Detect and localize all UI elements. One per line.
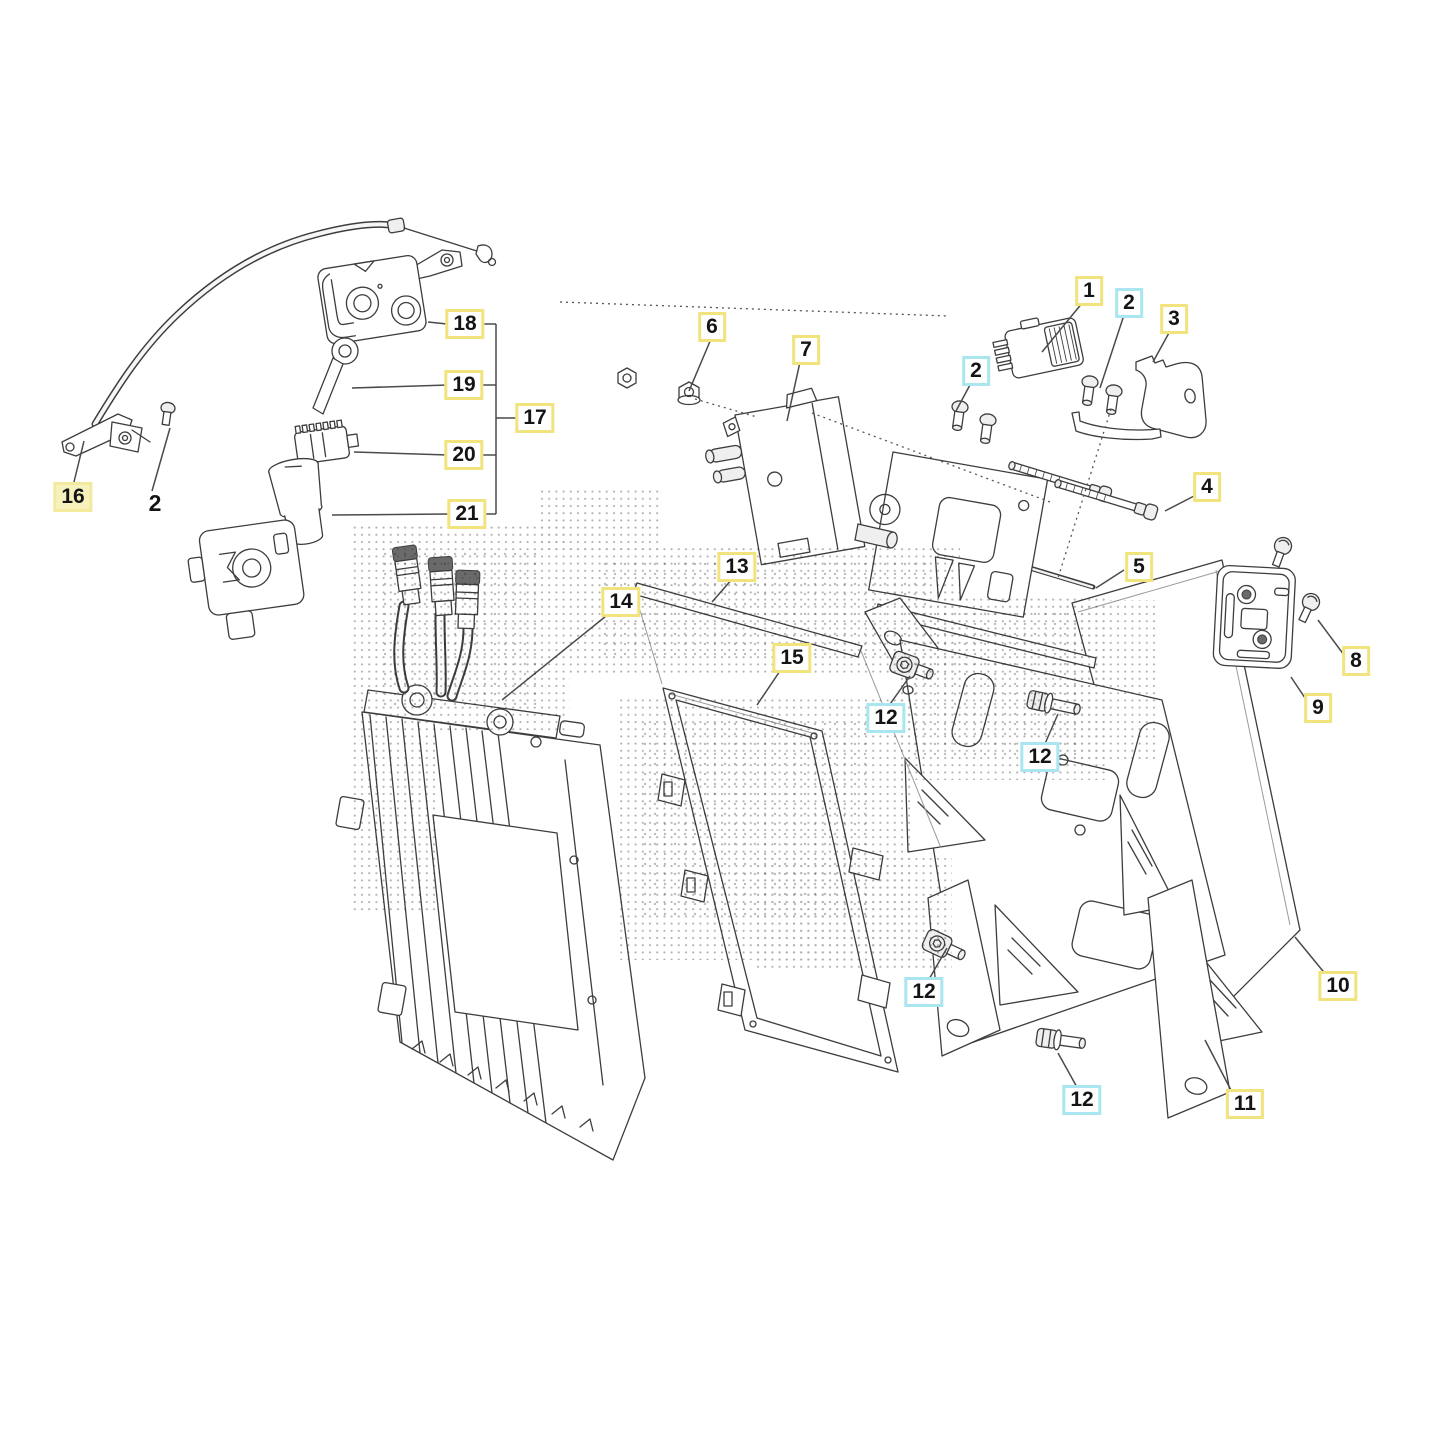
leader-line-14 xyxy=(501,611,612,701)
part-2-screw-small xyxy=(160,401,176,426)
leader-line-10 xyxy=(1294,936,1328,977)
part-label-12-d: 12 xyxy=(1062,1085,1102,1115)
part-label-13: 13 xyxy=(717,552,757,582)
leader-line-2-a xyxy=(1099,314,1125,389)
part-20-cap xyxy=(294,419,360,465)
part-label-12-b: 12 xyxy=(1020,742,1060,772)
part-3-bracket xyxy=(1071,355,1207,441)
label-group-bracket xyxy=(480,323,497,515)
part-label-8: 8 xyxy=(1342,646,1370,676)
leader-line-8 xyxy=(1317,619,1345,656)
leader-line-20 xyxy=(353,451,449,456)
part-15-cover-panel xyxy=(657,687,899,1073)
part-1-connector xyxy=(992,317,1084,379)
part-8-screws xyxy=(1271,536,1321,624)
leader-line-6 xyxy=(688,338,712,392)
part-label-12-c: 12 xyxy=(904,977,944,1007)
part-4-bolt xyxy=(1008,461,1159,521)
part-2-screws xyxy=(951,375,1123,444)
antenna-connector xyxy=(454,569,481,630)
part-label-17: 17 xyxy=(515,403,555,433)
leader-line-19 xyxy=(351,384,449,389)
leader-line-15 xyxy=(756,667,783,706)
part-21-lock-cylinder xyxy=(187,457,324,640)
part-label-21: 21 xyxy=(447,499,487,529)
part-amplifier xyxy=(335,544,646,1161)
part-label-5: 5 xyxy=(1125,552,1153,582)
leader-line-11 xyxy=(1204,1039,1234,1095)
part-label-1: 1 xyxy=(1075,276,1103,306)
leader-line-1 xyxy=(1041,301,1084,353)
part-9-plate xyxy=(1212,564,1296,669)
leader-line-3 xyxy=(1152,330,1171,363)
part-18-bracket xyxy=(317,249,463,345)
part-label-10: 10 xyxy=(1318,971,1358,1001)
leader-line-7 xyxy=(786,361,801,422)
part-label-20: 20 xyxy=(444,440,484,470)
part-label-11: 11 xyxy=(1225,1089,1265,1119)
part-label-9: 9 xyxy=(1304,693,1332,723)
part-6-nut xyxy=(617,367,701,406)
leader-line-16 xyxy=(72,440,85,487)
leader-line-2-c xyxy=(151,427,171,492)
part-label-2-b: 2 xyxy=(962,356,990,386)
part-label-7: 7 xyxy=(792,335,820,365)
part-label-3: 3 xyxy=(1160,304,1188,334)
cable-end-hook xyxy=(475,244,493,264)
part-label-15: 15 xyxy=(772,643,812,673)
part-19-rocker xyxy=(312,337,359,415)
leader-line-18 xyxy=(427,321,448,325)
antenna-connector xyxy=(391,544,422,606)
antenna-connector xyxy=(427,556,455,617)
leader-line-12-d xyxy=(1057,1052,1079,1090)
part-label-18: 18 xyxy=(445,309,485,339)
part-label-16: 16 xyxy=(53,482,93,512)
part-16-lever xyxy=(61,413,151,457)
leader-line-4 xyxy=(1164,494,1197,512)
leader-line-21 xyxy=(331,513,450,516)
part-label-12-a: 12 xyxy=(866,703,906,733)
part-label-2-c: 2 xyxy=(148,490,162,516)
part-label-6: 6 xyxy=(698,312,726,342)
part-label-2-a: 2 xyxy=(1115,288,1143,318)
part-7-module xyxy=(705,387,898,566)
part-label-4: 4 xyxy=(1193,472,1221,502)
leader-line-5 xyxy=(1095,569,1125,589)
part-label-19: 19 xyxy=(444,370,484,400)
leader-line-2-b xyxy=(955,382,972,412)
alignment-lines xyxy=(559,301,1112,579)
part-17-cable-assembly xyxy=(61,217,497,640)
part-label-14: 14 xyxy=(601,587,641,617)
